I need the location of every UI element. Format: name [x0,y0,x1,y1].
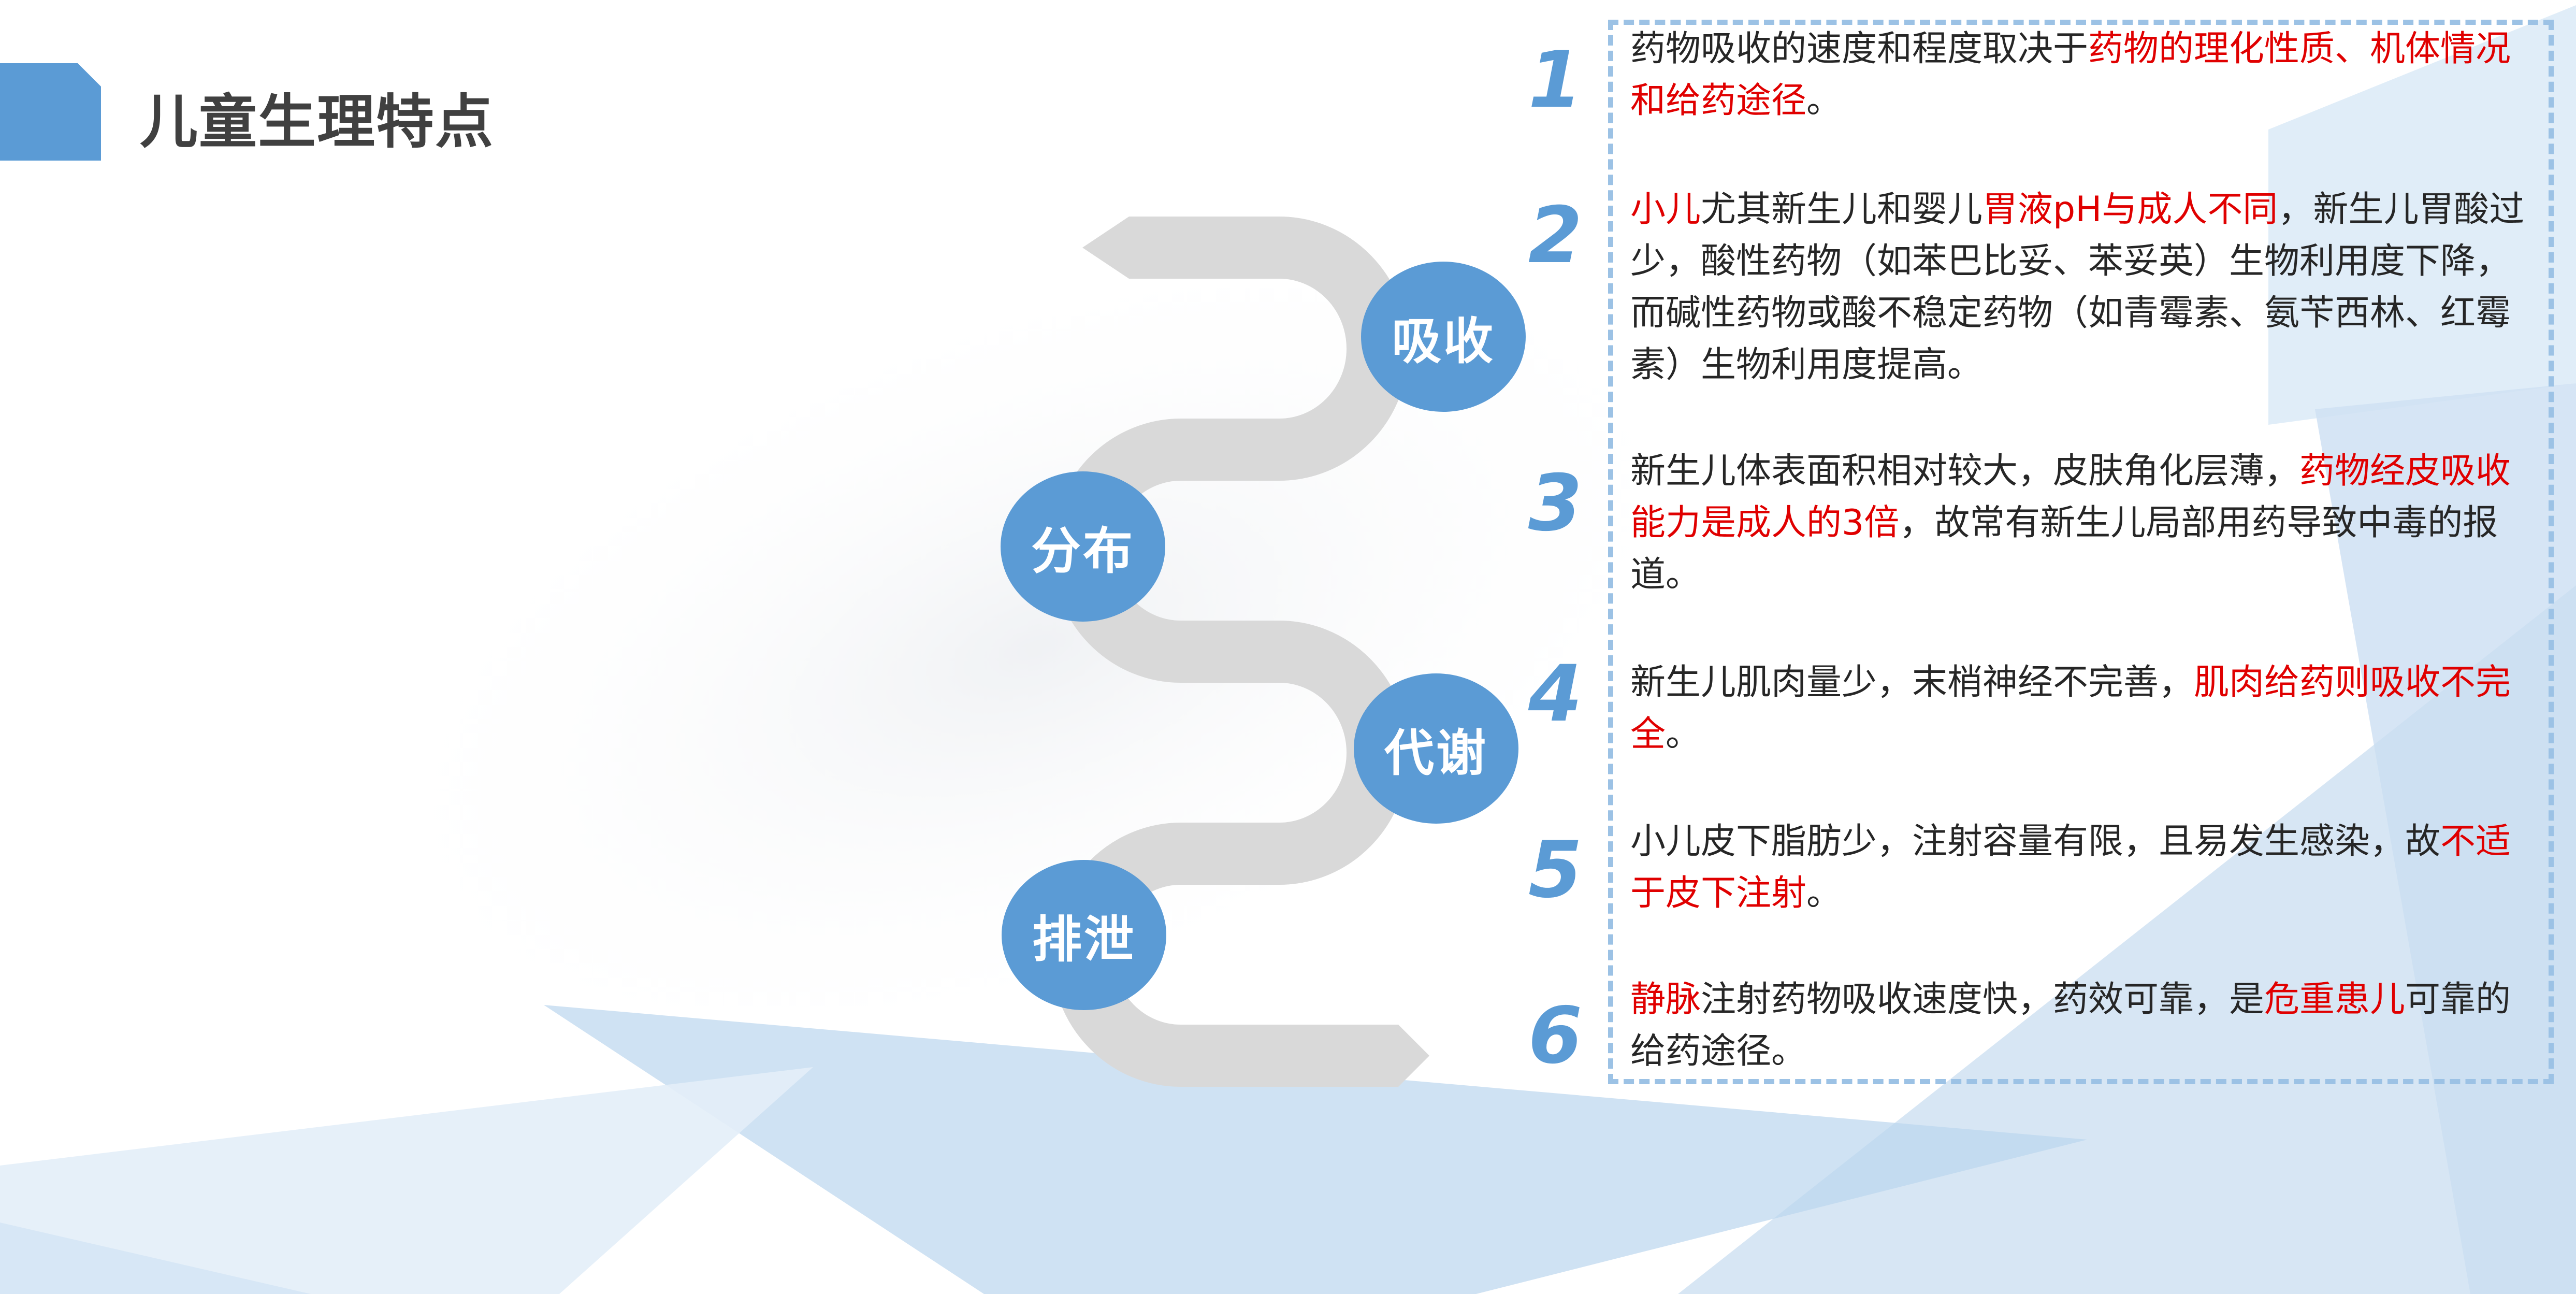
node-distribution: 分布 [1001,471,1165,622]
item-2-segment: ，新生儿胃酸过少，酸性药物（如苯巴比妥、苯妥英）生物利用度下降，而碱性药物或酸不… [1630,189,2525,385]
item-number-2: 2 [1528,191,1583,281]
node-metabolism: 代谢 [1354,673,1518,824]
item-6-segment: 可靠的给药途径。 [1630,979,2511,1072]
item-2-highlight: 胃液pH与成人不同 [1982,189,2278,230]
item-number-5: 5 [1528,825,1583,915]
title-accent-tab [0,63,101,161]
item-3-segment: 新生儿体表面积相对较大，皮肤角化层薄， [1630,451,2300,492]
item-5-highlight: 不适于皮下注射 [1630,821,2511,914]
node-absorption: 吸收 [1361,262,1526,412]
item-text-5: 小儿皮下脂肪少，注射容量有限，且易发生感染，故不适于皮下注射。 [1630,816,2537,919]
item-number-6: 6 [1528,991,1583,1081]
item-5-segment: 小儿皮下脂肪少，注射容量有限，且易发生感染，故 [1630,821,2441,862]
item-2-highlight: 小儿 [1630,189,1701,230]
path-end-arrow [1398,1025,1429,1087]
item-6-highlight: 静脉 [1630,979,1701,1020]
item-4-highlight: 肌肉给药则吸收不完全 [1630,662,2511,755]
path-start-tail [1082,217,1129,279]
item-text-4: 新生儿肌肉量少，末梢神经不完善，肌肉给药则吸收不完全。 [1630,657,2537,760]
item-text-6: 静脉注射药物吸收速度快，药效可靠，是危重患儿可靠的给药途径。 [1630,974,2537,1077]
content-box [1608,20,2554,1084]
item-3-highlight: 药物经皮吸收能力是成人的3倍 [1630,451,2511,543]
item-6-segment: 注射药物吸收速度快，药效可靠，是 [1701,979,2265,1020]
item-6-highlight: 危重患儿 [2264,979,2406,1020]
item-3-segment: ，故常有新生儿局部用药导致中毒的报道。 [1630,502,2498,595]
item-text-1: 药物吸收的速度和程度取决于药物的理化性质、机体情况和给药途径。 [1630,23,2537,127]
item-5-segment: 。 [1806,873,1842,914]
item-2-segment: 尤其新生儿和婴儿 [1701,189,1983,230]
node-excretion: 排泄 [1002,860,1166,1010]
item-number-1: 1 [1528,35,1583,125]
page-title: 儿童生理特点 [140,89,494,156]
item-1-segment: 药物吸收的速度和程度取决于 [1630,28,2089,69]
item-number-3: 3 [1528,458,1583,549]
item-1-highlight: 药物的理化性质、机体情况和给药途径 [1630,28,2511,121]
item-text-3: 新生儿体表面积相对较大，皮肤角化层薄，药物经皮吸收能力是成人的3倍，故常有新生儿… [1630,445,2537,601]
item-number-4: 4 [1528,649,1583,739]
item-4-segment: 。 [1666,714,1701,755]
item-1-segment: 。 [1806,80,1842,121]
item-4-segment: 新生儿肌肉量少，末梢神经不完善， [1630,662,2194,703]
path-segment-1 [1129,217,1409,481]
item-text-2: 小儿尤其新生儿和婴儿胃液pH与成人不同，新生儿胃酸过少，酸性药物（如苯巴比妥、苯… [1630,184,2537,391]
